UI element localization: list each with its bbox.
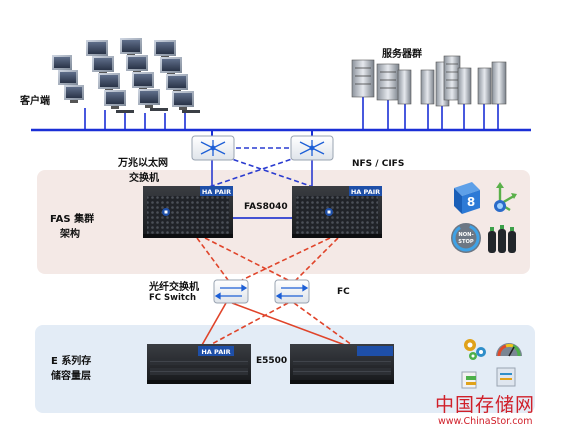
desktop-client-icon: [98, 73, 120, 92]
fas-cluster-band: [37, 170, 530, 274]
desktop-client-icon: [120, 38, 142, 57]
ha-pair-badge: HA PAIR: [201, 348, 230, 356]
doc-stack-icon: [461, 371, 477, 389]
non-stop-icon: NON- STOP: [451, 223, 481, 253]
fas-cluster-label: FAS 集群: [50, 214, 95, 225]
fc-switch-icon[interactable]: [213, 279, 249, 304]
ethernet-switch-label-2: 交换机: [129, 173, 159, 184]
non-stop-line2: STOP: [458, 239, 474, 245]
watermark-url: www.ChinaStor.com: [438, 416, 533, 427]
server-rack-icon: [491, 61, 507, 105]
ethernet-switch-icon[interactable]: [290, 135, 334, 161]
fas-controller-left[interactable]: HA PAIR: [143, 186, 233, 238]
cube-digit: 8: [467, 195, 475, 209]
watermark-cn: 中国存储网: [435, 394, 536, 416]
gears-icon: [464, 339, 486, 360]
servers-label: 服务器群: [382, 49, 422, 60]
fas-cluster-label-2: 架构: [60, 229, 80, 240]
server-rack-icon: [457, 67, 472, 105]
fc-label: FC: [337, 287, 350, 297]
server-rack-icon: [376, 63, 400, 101]
e5500-shelf-right[interactable]: [290, 344, 394, 384]
fc-switch-en-label: FC Switch: [149, 293, 197, 303]
desktop-client-icon: [132, 72, 154, 91]
server-rack-icon: [443, 55, 461, 101]
e5500-shelf-left[interactable]: HA PAIR: [147, 344, 251, 384]
e-series-label-2: 储容量层: [51, 371, 91, 382]
nfs-cifs-label: NFS / CIFS: [352, 159, 405, 169]
client-computers: [52, 38, 200, 113]
scale-out-arrows-icon: [494, 182, 517, 212]
cube-8-icon: 8: [454, 182, 480, 214]
clients-label: 客户端: [20, 96, 50, 107]
ha-pair-badge: HA PAIR: [202, 188, 231, 196]
non-stop-line1: NON-: [458, 232, 473, 238]
desktop-client-icon: [138, 89, 160, 108]
fas-controller-right[interactable]: HA PAIR: [292, 186, 382, 238]
server-rack-icon: [477, 67, 492, 105]
fc-switch-cn-label: 光纤交换机: [149, 282, 199, 293]
desktop-client-icon: [104, 90, 126, 109]
cluster-interconnect: [199, 147, 323, 191]
ethernet-switch-icon[interactable]: [191, 135, 235, 161]
ethernet-switch-label: 万兆以太网: [118, 158, 168, 169]
fc-links: [196, 237, 353, 346]
desktop-client-icon: [154, 40, 176, 59]
server-rack-icon: [420, 69, 435, 105]
desktop-client-icon: [160, 57, 182, 76]
gas-cylinders-icon: [488, 225, 516, 253]
ha-pair-badge: HA PAIR: [351, 188, 380, 196]
gauge-icon: [496, 343, 522, 357]
desktop-client-icon: [92, 56, 114, 75]
shield-scan-icon: [496, 367, 516, 387]
server-drop-lines: [362, 97, 499, 130]
fc-switch-icon[interactable]: [274, 279, 310, 304]
e-model-label: E5500: [256, 356, 288, 366]
desktop-client-icon: [166, 74, 188, 93]
desktop-client-icon: [126, 55, 148, 74]
desktop-client-icon: [64, 85, 84, 103]
e-series-label: E 系列存: [51, 356, 92, 367]
fas-model-label: FAS8040: [244, 202, 288, 212]
server-rack-icon: [397, 69, 412, 105]
server-farm: [351, 55, 507, 107]
client-drop-lines: [84, 108, 186, 130]
server-rack-icon: [351, 59, 375, 98]
desktop-client-icon: [172, 91, 194, 110]
